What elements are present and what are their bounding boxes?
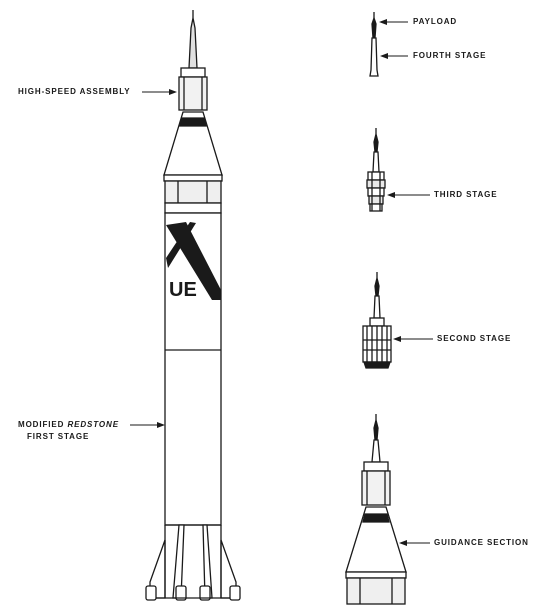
label-second-stage: SECOND STAGE	[437, 334, 512, 343]
second-stage-drawing	[362, 272, 392, 369]
label-first-stage: FIRST STAGE	[27, 432, 90, 441]
label-modified-redstone: MODIFIED REDSTONE	[18, 420, 119, 430]
rocket-marking: UE	[169, 279, 197, 301]
leader-arrows	[130, 19, 433, 546]
label-guidance-section: GUIDANCE SECTION	[434, 538, 529, 547]
third-stage-drawing	[366, 128, 386, 212]
label-modified: MODIFIED	[18, 420, 65, 429]
label-payload: PAYLOAD	[413, 17, 458, 26]
label-redstone: REDSTONE	[67, 420, 119, 429]
label-fourth-stage: FOURTH STAGE	[413, 51, 487, 60]
guidance-section-drawing	[345, 414, 407, 605]
main-rocket	[145, 10, 241, 601]
label-high-speed-assembly: HIGH-SPEED ASSEMBLY	[18, 87, 131, 96]
fourth-stage-drawing	[369, 12, 379, 77]
label-third-stage: THIRD STAGE	[434, 190, 498, 199]
